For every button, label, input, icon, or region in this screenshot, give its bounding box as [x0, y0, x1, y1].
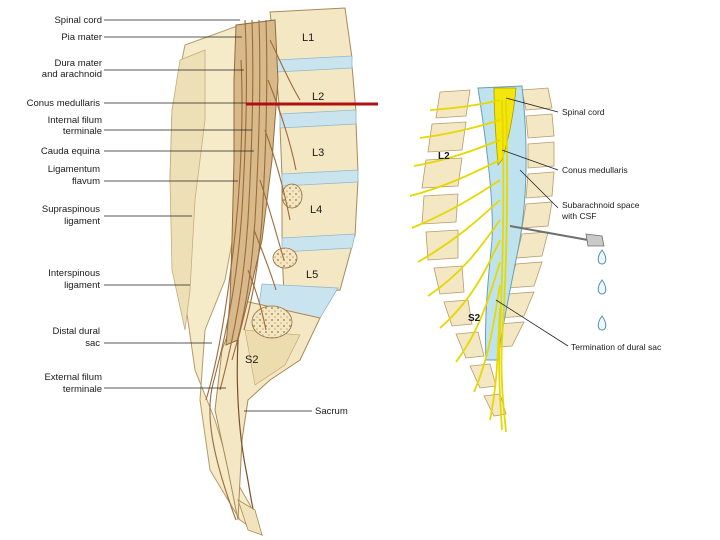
sacrum-bone	[214, 299, 321, 521]
label-pia-mater: Pia mater	[61, 32, 102, 43]
vertebra-label-s2: S2	[245, 354, 258, 366]
filum-terminale	[236, 339, 259, 531]
label-dura-mater: Dura mater	[54, 58, 102, 69]
left-lumbar-spine-illustration: Spinal cord Pia mater Dura mater and ara…	[27, 7, 378, 537]
label-supraspinous-2: ligament	[64, 216, 100, 227]
right-label-spinal-cord: Spinal cord	[562, 107, 605, 117]
label-dura-mater-2: and arachnoid	[42, 69, 102, 80]
label-ligamentum-flavum: Ligamentum	[48, 164, 100, 175]
vertebra-label-l1: L1	[302, 32, 314, 44]
label-internal-filum-2: terminale	[63, 126, 102, 137]
right-leader-lines	[495, 97, 569, 347]
label-sacrum: Sacrum	[315, 406, 348, 417]
right-label-subarachnoid: Subarachnoid space	[562, 200, 640, 210]
label-spinal-cord: Spinal cord	[54, 15, 102, 26]
right-spinal-canal-illustration: Spinal cord Conus medullaris Subarachnoi…	[409, 85, 662, 433]
vertebra-label-l4: L4	[310, 204, 322, 216]
label-external-filum: External filum	[44, 372, 102, 383]
label-internal-filum: Internal filum	[48, 115, 102, 126]
label-cauda-equina: Cauda equina	[41, 146, 101, 157]
vertebra-label-l2: L2	[312, 91, 324, 103]
right-vertebra-label-l2: L2	[438, 151, 450, 162]
right-label-termination-dural-sac: Termination of dural sac	[571, 342, 662, 352]
lumbar-puncture-needle	[509, 225, 605, 247]
label-ligamentum-flavum-2: flavum	[72, 176, 100, 187]
spinous-process-band	[169, 49, 206, 331]
left-vertebra-labels: L1 L2 L3 L4 L5 S2	[245, 32, 324, 366]
label-leader-lines	[104, 19, 312, 412]
csf-drops	[597, 249, 607, 331]
label-distal-dural-sac: Distal dural	[52, 326, 100, 337]
label-supraspinous: Supraspinous	[42, 204, 100, 215]
right-label-subarachnoid-2: with CSF	[561, 211, 596, 221]
left-labels: Spinal cord Pia mater Dura mater and ara…	[27, 15, 348, 417]
cauda-equina-nerve-roots	[205, 19, 301, 521]
right-labels: Spinal cord Conus medullaris Subarachnoi…	[438, 107, 662, 352]
right-label-conus-medullaris: Conus medullaris	[562, 165, 628, 175]
coccyx	[237, 499, 263, 536]
label-distal-dural-sac-2: sac	[85, 338, 100, 349]
vertebra-label-l3: L3	[312, 147, 324, 159]
label-external-filum-2: terminale	[63, 384, 102, 395]
right-posterior-elements	[421, 89, 507, 417]
vertebra-label-l5: L5	[306, 269, 318, 281]
right-vertebra-label-s2: S2	[468, 313, 481, 324]
label-interspinous-2: ligament	[64, 280, 100, 291]
right-spinal-cord	[493, 87, 517, 167]
label-conus-medullaris: Conus medullaris	[27, 98, 101, 109]
label-interspinous: Interspinous	[48, 268, 100, 279]
